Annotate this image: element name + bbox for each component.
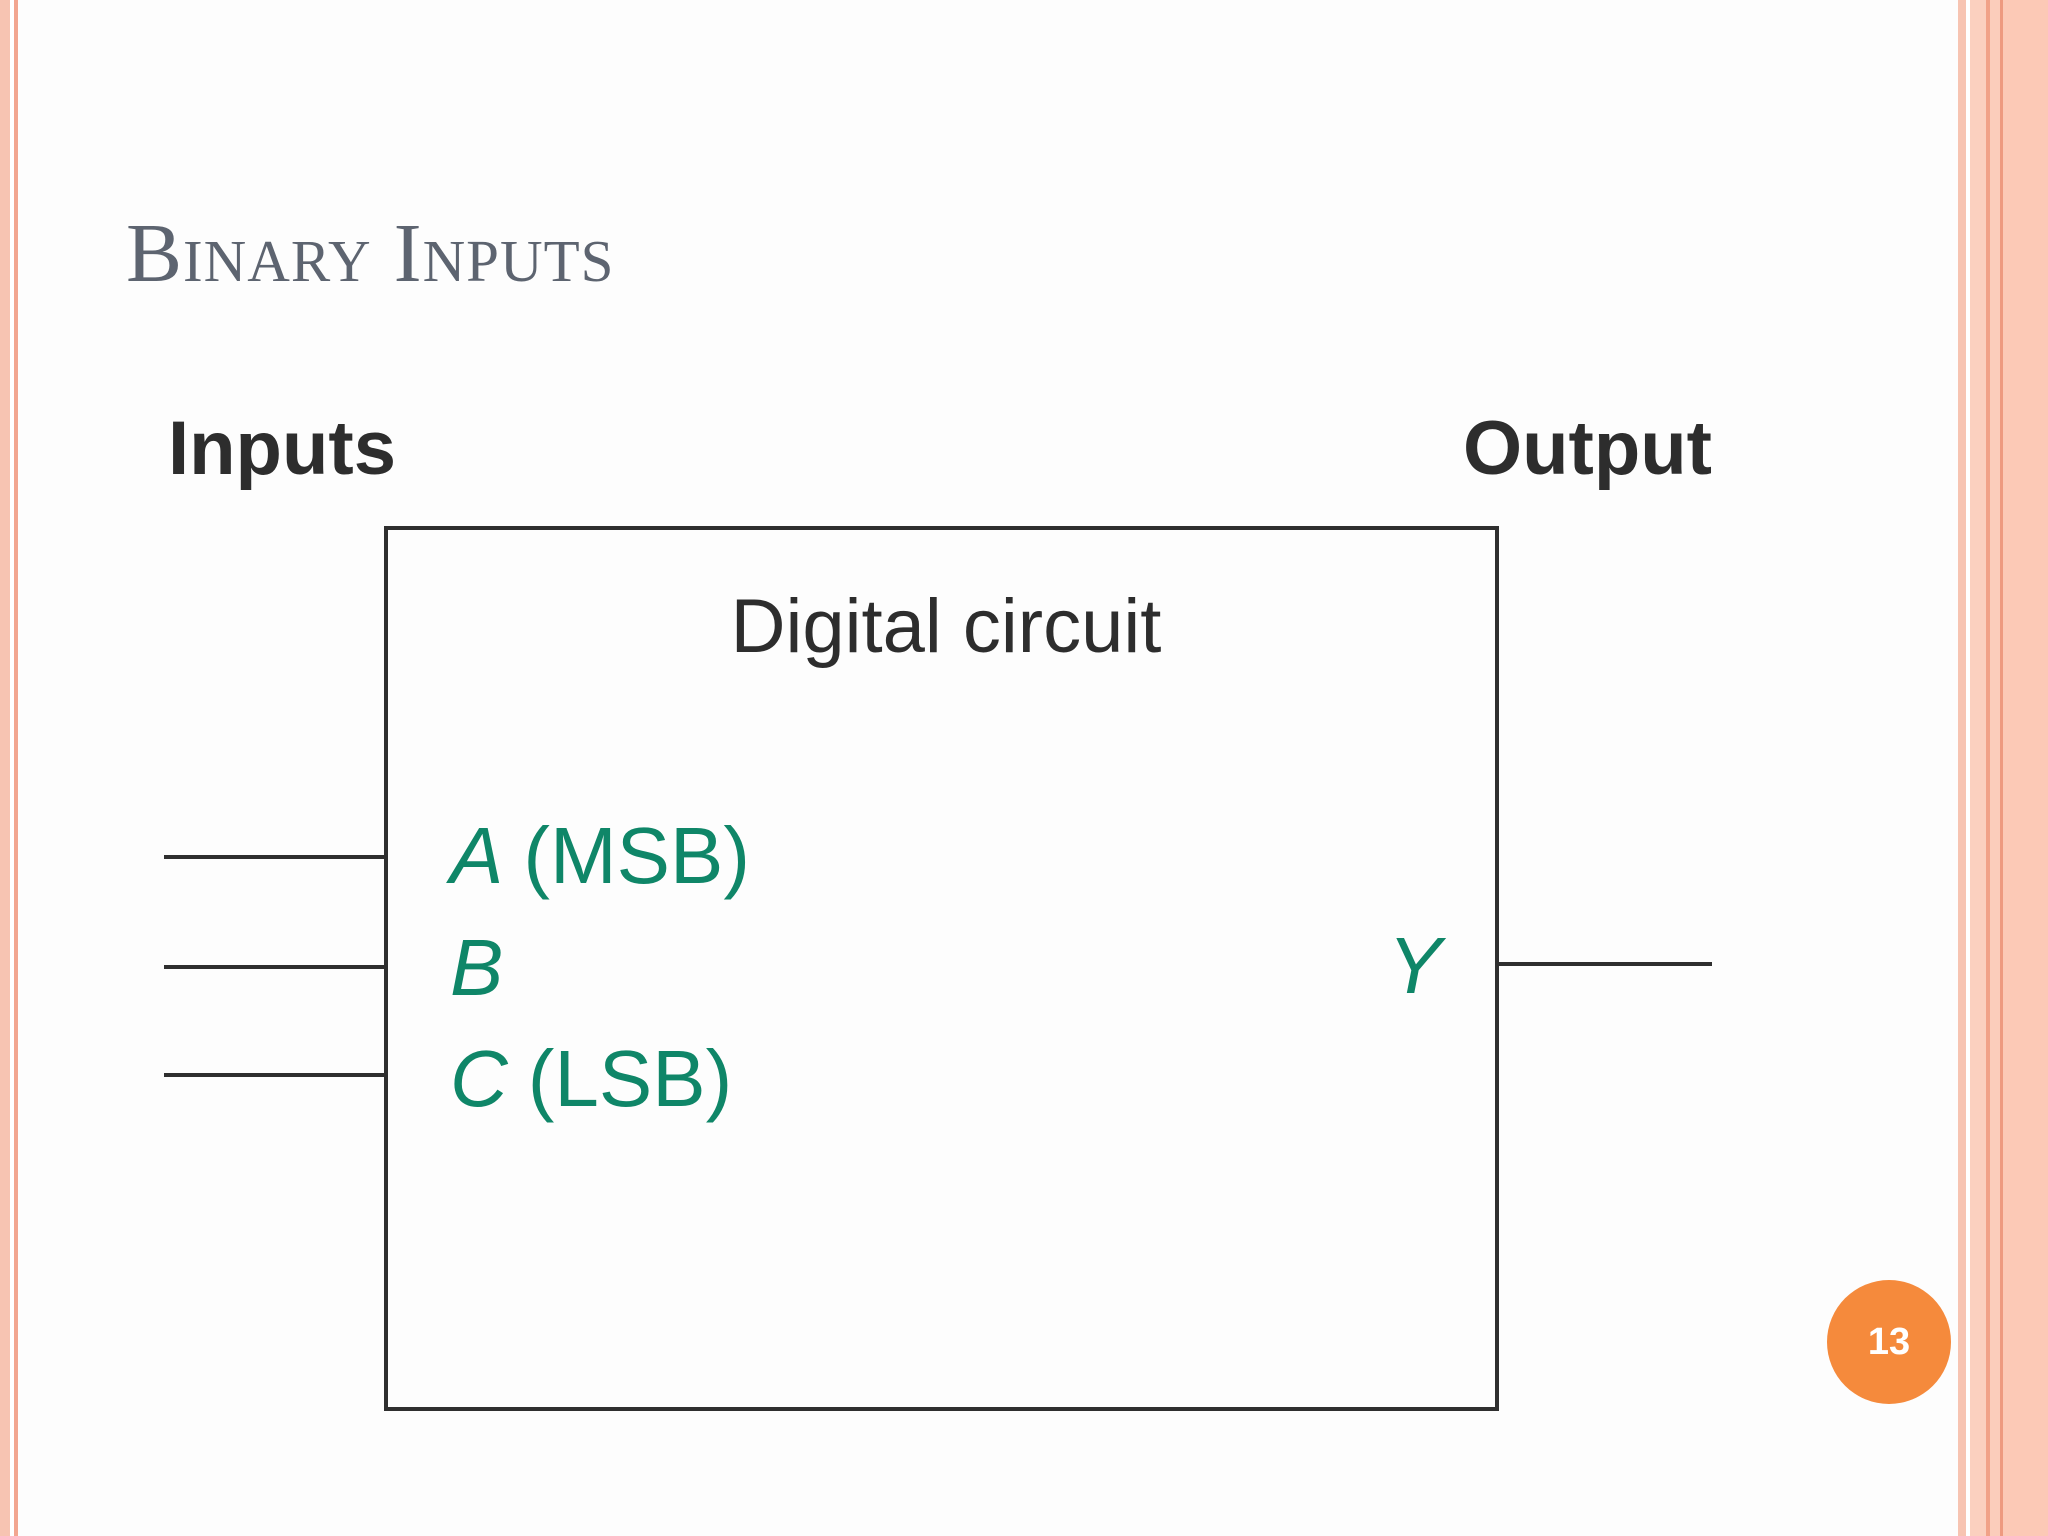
signal-c-label: C(LSB) — [450, 1034, 732, 1123]
right-border-stripe — [1990, 0, 2000, 1536]
signal-a-note: (MSB) — [523, 811, 750, 900]
right-border-stripe — [1966, 0, 1970, 1536]
output-label: Output — [1463, 406, 1712, 491]
left-border-stripe — [14, 0, 18, 1536]
right-border-stripe — [2000, 0, 2003, 1536]
right-border-stripe — [2003, 0, 2048, 1536]
left-border-stripe — [10, 0, 14, 1536]
signal-c-name: C — [450, 1034, 509, 1123]
slide-title: Binary Inputs — [126, 207, 615, 300]
signal-a-label: A(MSB) — [446, 811, 750, 900]
signal-b-label: B — [450, 923, 503, 1012]
right-border-stripe — [1958, 0, 1966, 1536]
right-border-stripe — [1986, 0, 1990, 1536]
page-number-badge: 13 — [1827, 1280, 1951, 1404]
left-border-stripe — [0, 0, 10, 1536]
signal-c-note: (LSB) — [528, 1034, 733, 1123]
signal-a-name: A — [446, 811, 503, 900]
signal-y-label: Y — [1388, 921, 1447, 1010]
block-label: Digital circuit — [731, 584, 1162, 669]
inputs-label: Inputs — [168, 406, 396, 491]
signal-b-name: B — [450, 923, 503, 1012]
right-border-stripe — [1970, 0, 1986, 1536]
